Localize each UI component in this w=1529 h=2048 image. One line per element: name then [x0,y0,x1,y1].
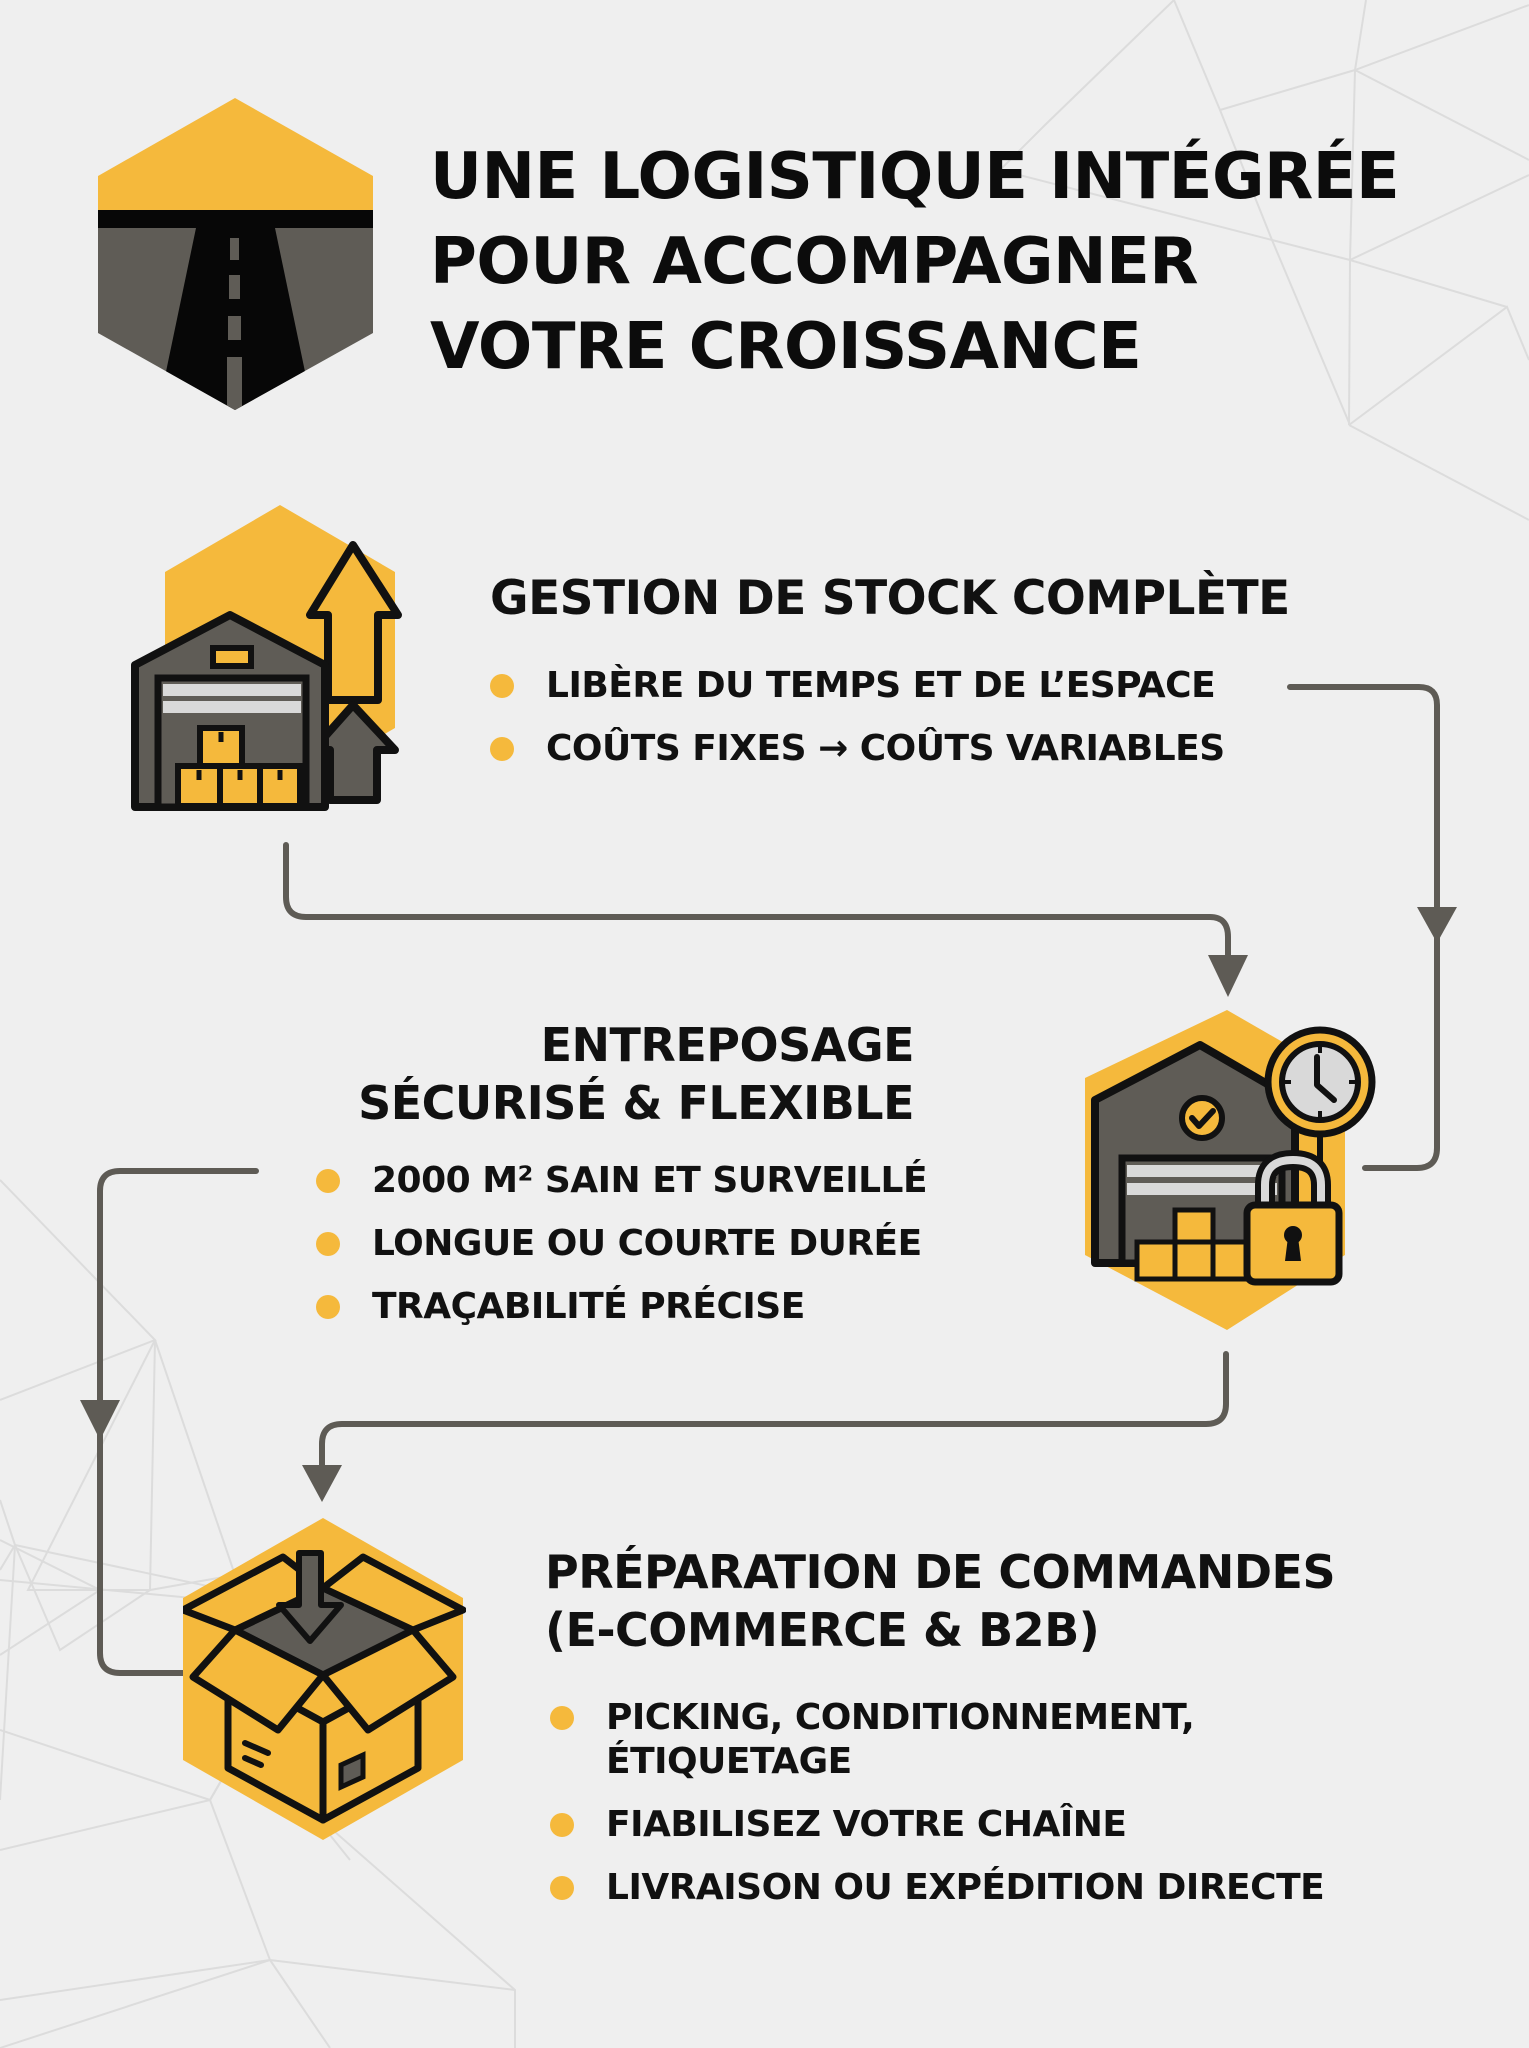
title-line: POUR ACCOMPAGNER [430,225,1199,299]
bullet-dot-icon [550,1813,574,1837]
bullet-dot-icon [316,1169,340,1193]
road-hexagon-icon [98,98,373,410]
bullet-list-storage: 2000 M² SAIN ET SURVEILLÉ LONGUE OU COUR… [316,1159,928,1348]
bullet-dot-icon [316,1295,340,1319]
arrowhead-icon [80,1400,120,1440]
list-item: PICKING, CONDITIONNEMENT,ÉTIQUETAGE [550,1696,1324,1784]
list-item: LIBÈRE DU TEMPS ET DE L’ESPACE [490,664,1225,708]
connector-1-to-2-left [283,842,1231,968]
bullet-list-orders: PICKING, CONDITIONNEMENT,ÉTIQUETAGE FIAB… [550,1696,1325,1929]
open-box-download-icon [183,1518,466,1840]
title-line: UNE LOGISTIQUE INTÉGRÉE [430,140,1400,214]
list-item: LONGUE OU COURTE DURÉE [316,1222,927,1266]
secure-warehouse-clock-lock-icon [1085,1010,1376,1330]
bullet-list-stock: LIBÈRE DU TEMPS ET DE L’ESPACE COÛTS FIX… [490,664,1225,790]
page-title: UNE LOGISTIQUE INTÉGRÉE POUR ACCOMPAGNER… [430,135,1400,390]
arrowhead-icon [1417,907,1457,943]
section-heading-stock: GESTION DE STOCK COMPLÈTE [490,571,1290,626]
section-heading-orders: PRÉPARATION DE COMMANDES (E-COMMERCE & B… [545,1545,1336,1657]
title-line: VOTRE CROISSANCE [430,310,1142,384]
list-item: COÛTS FIXES → COÛTS VARIABLES [490,727,1225,771]
section-heading-storage: ENTREPOSAGE SÉCURISÉ & FLEXIBLE [358,1018,914,1130]
bullet-dot-icon [490,737,514,761]
warehouse-growth-arrows-icon [131,505,402,811]
bullet-dot-icon [550,1876,574,1900]
list-item: 2000 M² SAIN ET SURVEILLÉ [316,1159,928,1203]
bullet-dot-icon [550,1706,574,1730]
bullet-dot-icon [490,674,514,698]
bullet-dot-icon [316,1232,340,1256]
arrowhead-icon [1208,955,1248,997]
list-item: LIVRAISON OU EXPÉDITION DIRECTE [550,1866,1325,1910]
list-item: FIABILISEZ VOTRE CHAÎNE [550,1803,1324,1847]
arrowhead-icon [302,1465,342,1502]
connector-2-to-3-right [319,1351,1229,1473]
list-item: TRAÇABILITÉ PRÉCISE [316,1285,927,1329]
